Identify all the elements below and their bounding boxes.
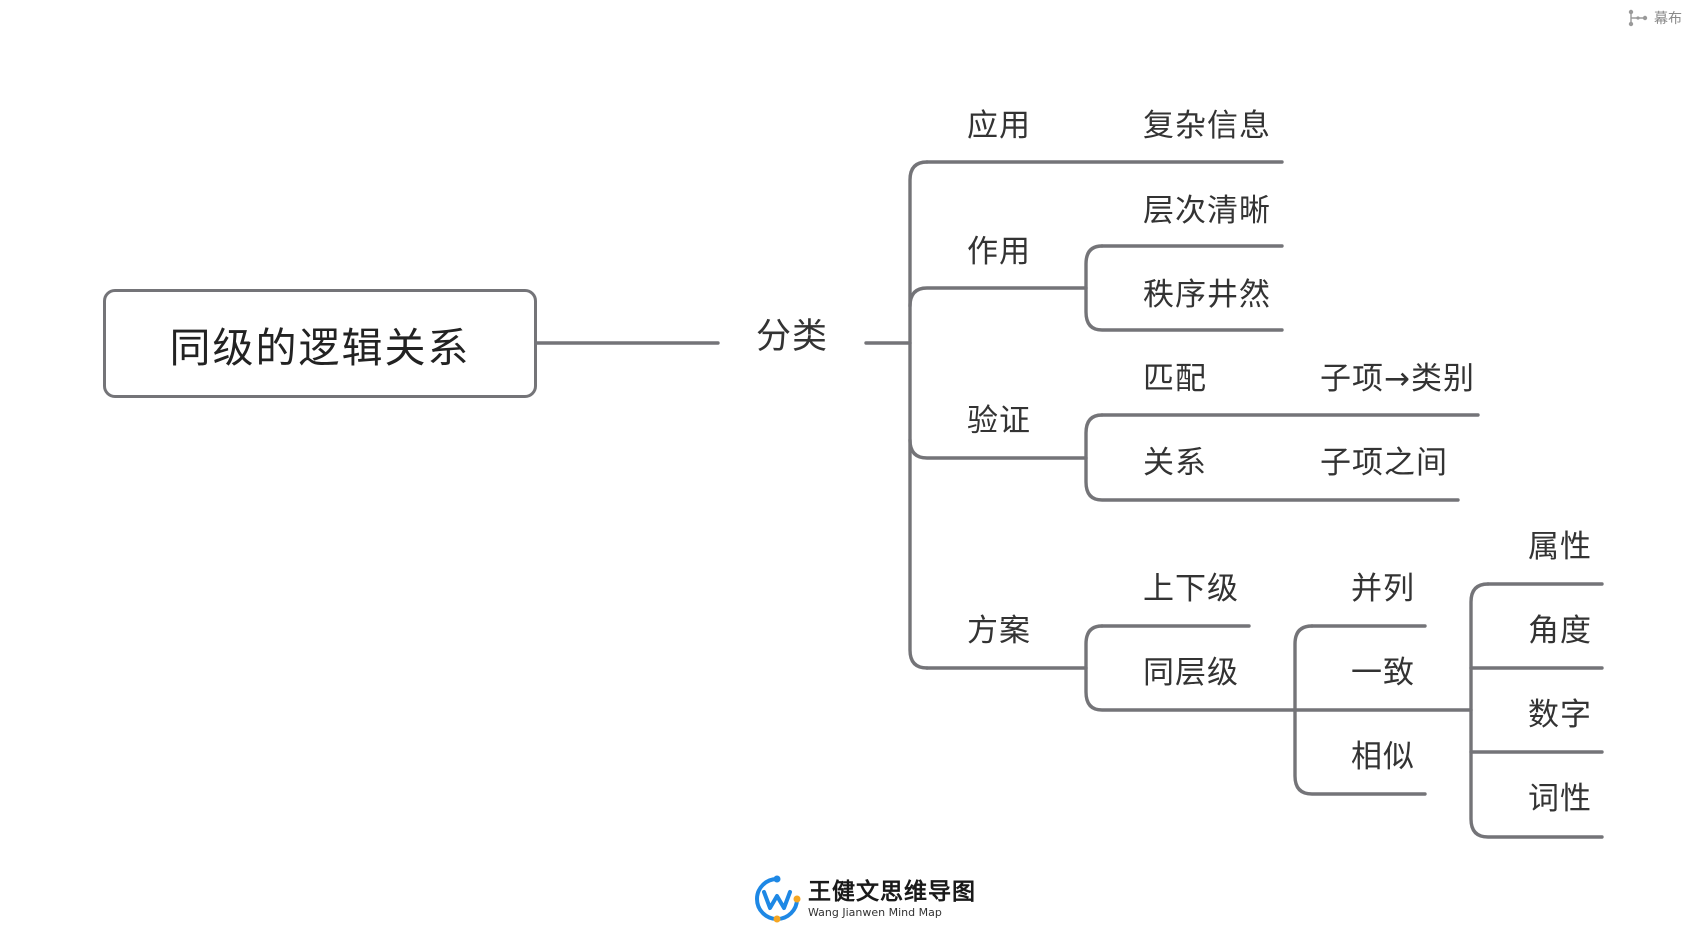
edge-effect <box>908 286 1088 308</box>
node-between-items[interactable]: 子项之间 <box>1320 445 1448 481</box>
mindmap-icon <box>1628 9 1648 27</box>
node-effect[interactable]: 作用 <box>967 234 1031 270</box>
logo-subtitle: Wang Jianwen Mind Map <box>808 905 942 919</box>
node-superior-subordinate[interactable]: 上下级 <box>1143 571 1239 607</box>
brand-watermark: 幕布 <box>1628 8 1682 28</box>
root-node[interactable]: 同级的逻辑关系 <box>103 289 537 398</box>
node-relation[interactable]: 关系 <box>1143 445 1207 481</box>
node-similar[interactable]: 相似 <box>1351 739 1415 775</box>
edge-spine <box>908 160 929 670</box>
logo-w-icon <box>755 875 801 923</box>
node-attribute[interactable]: 属性 <box>1528 529 1592 565</box>
brand-name: 幕布 <box>1654 11 1682 27</box>
node-item-to-category[interactable]: 子项→类别 <box>1320 361 1475 397</box>
node-parallel[interactable]: 并列 <box>1351 571 1415 607</box>
node-same-level[interactable]: 同层级 <box>1143 655 1239 691</box>
node-classify[interactable]: 分类 <box>756 317 829 357</box>
node-complex-info[interactable]: 复杂信息 <box>1143 108 1271 144</box>
node-part-of-speech[interactable]: 词性 <box>1528 781 1592 817</box>
node-number[interactable]: 数字 <box>1528 697 1592 733</box>
node-clear-layers[interactable]: 层次清晰 <box>1143 193 1271 229</box>
node-consistent[interactable]: 一致 <box>1351 655 1415 691</box>
node-plan[interactable]: 方案 <box>967 613 1031 649</box>
node-match[interactable]: 匹配 <box>1143 361 1207 397</box>
logo-title: 王健文思维导图 <box>808 878 976 905</box>
edge-verify <box>908 438 1088 460</box>
node-orderly[interactable]: 秩序井然 <box>1143 277 1271 313</box>
node-verify[interactable]: 验证 <box>967 403 1031 439</box>
footer-logo: 王健文思维导图 Wang Jianwen Mind Map <box>752 873 976 925</box>
node-apply[interactable]: 应用 <box>967 108 1031 144</box>
node-angle[interactable]: 角度 <box>1528 613 1592 649</box>
